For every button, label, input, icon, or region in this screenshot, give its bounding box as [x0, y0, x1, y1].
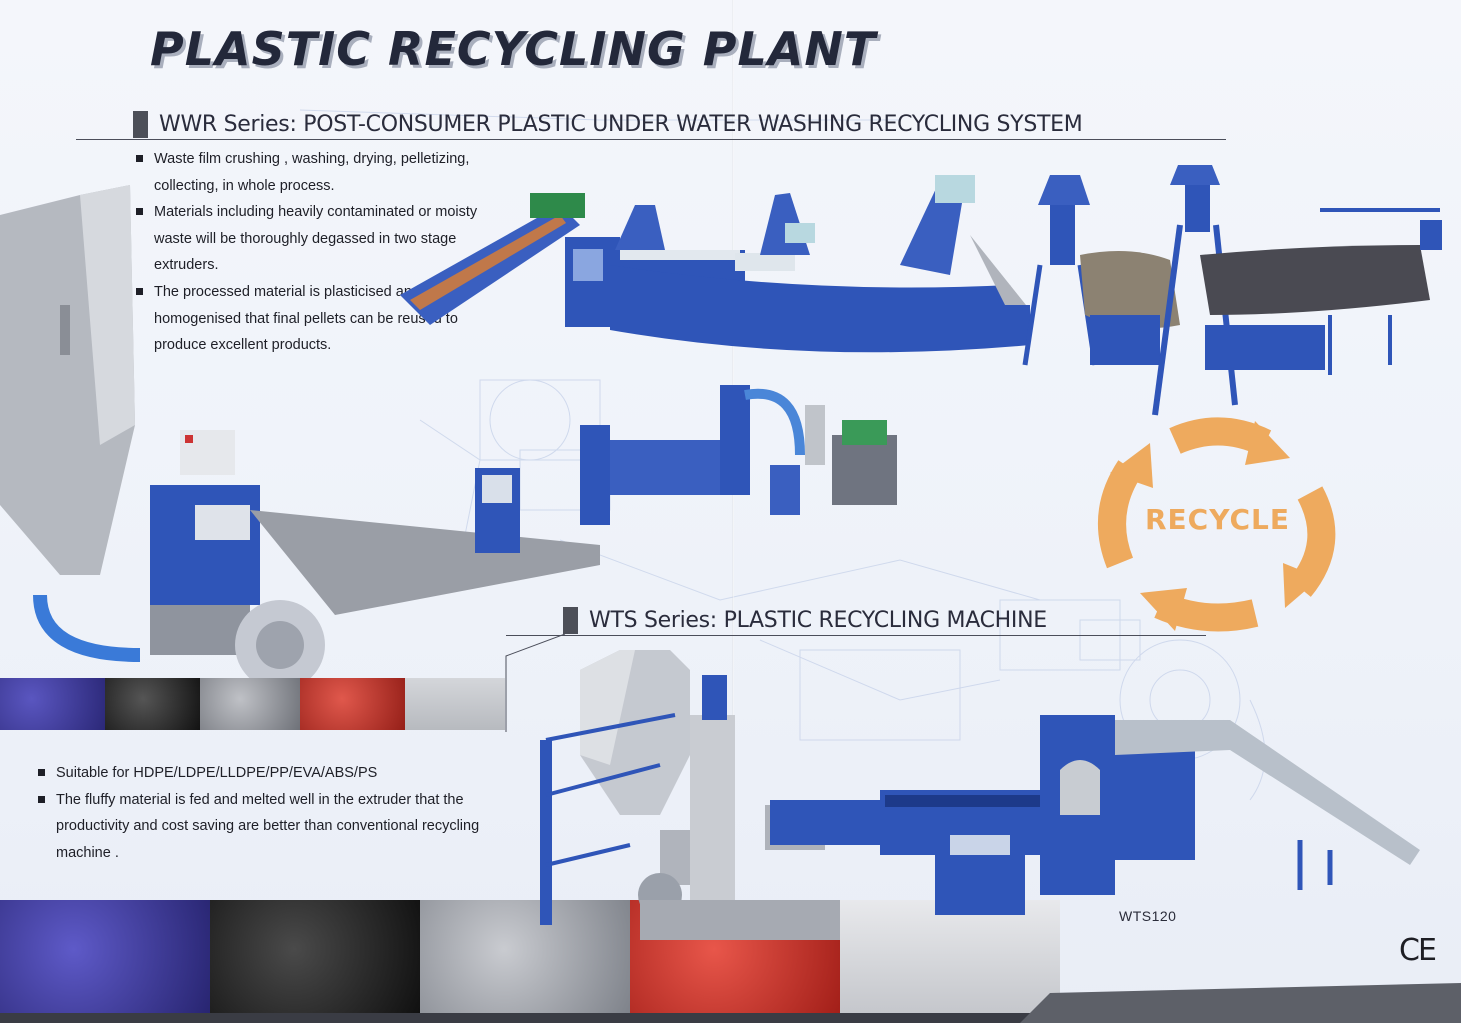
pellet-red: [300, 678, 405, 730]
wwr-heading-rule: [76, 139, 1226, 140]
page-title: PLASTIC RECYCLING PLANT: [150, 22, 877, 76]
wwr-bullet: Materials including heavily contaminated…: [136, 199, 496, 279]
pellet-grey: [420, 900, 630, 1023]
pellet-purple: [0, 678, 105, 730]
wts120-machine-illustration: [540, 650, 1420, 940]
footer-band: [0, 983, 1461, 1023]
pellet-samples-bottom: [0, 900, 1060, 1023]
wts-bullet: Suitable for HDPE/LDPE/LLDPE/PP/EVA/ABS/…: [38, 760, 488, 787]
wts-bullet-list: Suitable for HDPE/LDPE/LLDPE/PP/EVA/ABS/…: [38, 760, 488, 866]
wwr-section-heading: WWR Series: POST-CONSUMER PLASTIC UNDER …: [133, 111, 1083, 138]
pellet-grey: [200, 678, 300, 730]
wwr-bullet: The processed material is plasticised an…: [136, 279, 496, 359]
recycle-arrows-icon: [1098, 417, 1336, 632]
recycle-badge: RECYCLE: [1095, 413, 1340, 633]
wts-section-heading: WTS Series: PLASTIC RECYCLING MACHINE: [563, 607, 1047, 634]
pellet-black: [105, 678, 200, 730]
callout-connector: [505, 634, 566, 732]
wwr-bullet: Waste film crushing , washing, drying, p…: [136, 146, 496, 199]
ce-mark: CE: [1399, 933, 1437, 968]
wts-heading-text: WTS Series: PLASTIC RECYCLING MACHINE: [589, 608, 1047, 633]
pellet-white: [405, 678, 505, 730]
model-label: WTS120: [1119, 908, 1177, 924]
wwr-washing-line-illustration: [400, 165, 1442, 416]
wts-bullet: The fluffy material is fed and melted we…: [38, 787, 488, 867]
wts-heading-rule: [506, 635, 1206, 636]
pellet-purple: [0, 900, 210, 1023]
wwr-bullet-list: Waste film crushing , washing, drying, p…: [136, 146, 496, 359]
pellet-white: [840, 900, 1060, 1023]
recycle-label: RECYCLE: [1144, 503, 1291, 536]
heading-bar: [133, 111, 148, 138]
pellet-black: [210, 900, 420, 1023]
page-fold: [732, 0, 734, 1023]
wwr-heading-text: WWR Series: POST-CONSUMER PLASTIC UNDER …: [159, 112, 1083, 137]
extruder-pelletizer-illustration: [0, 185, 897, 685]
pellet-samples-strip: [0, 678, 505, 730]
heading-bar: [563, 607, 578, 634]
